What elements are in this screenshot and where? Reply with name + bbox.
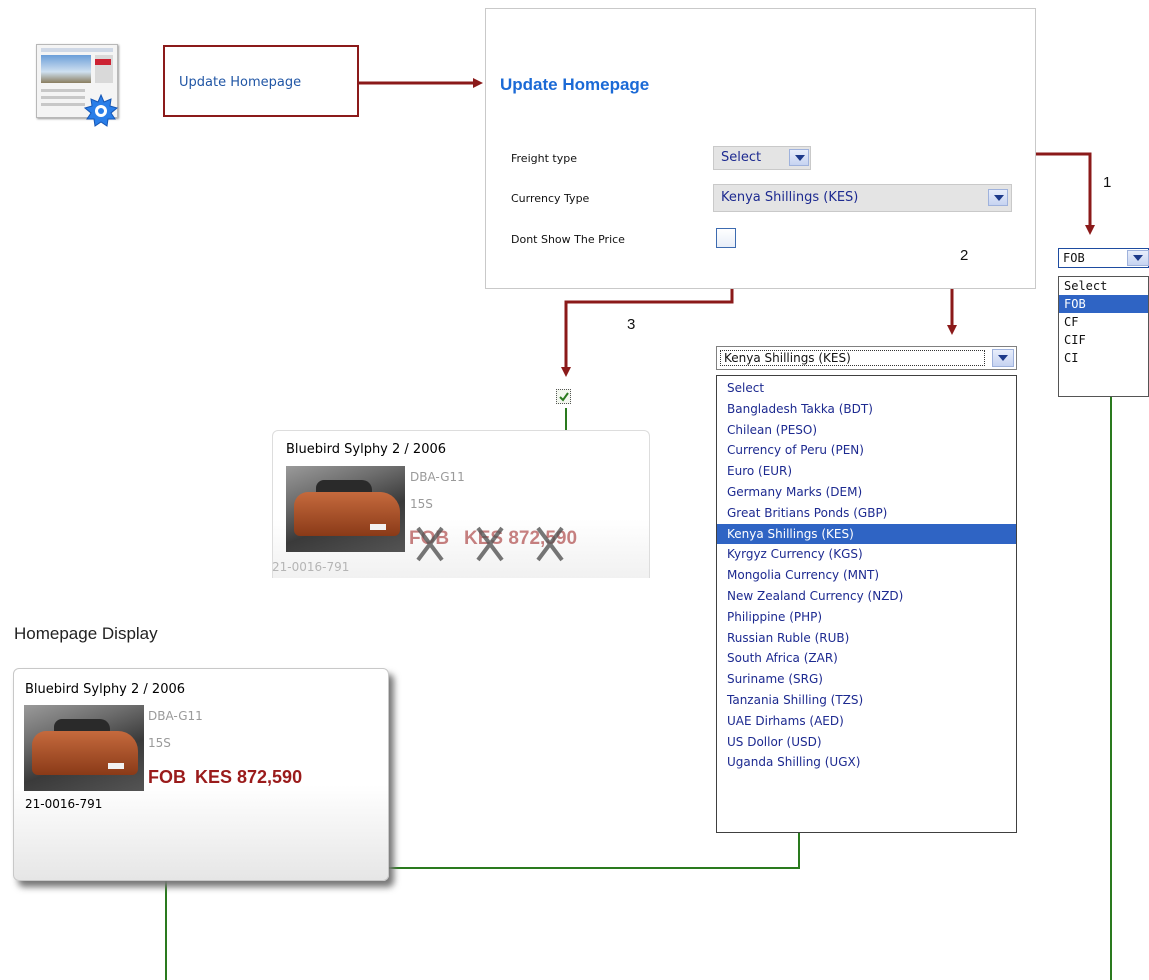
card-model: DBA-G11 <box>410 470 465 484</box>
freight-type-select[interactable]: Select <box>713 146 811 170</box>
chevron-down-icon[interactable] <box>1127 250 1149 266</box>
currency-option[interactable]: Germany Marks (DEM) <box>727 484 863 499</box>
currency-option[interactable]: Russian Ruble (RUB) <box>727 630 850 645</box>
chevron-down-icon[interactable] <box>988 189 1008 206</box>
card-stock-no-faded: 21-0016-791 <box>272 560 350 574</box>
update-homepage-link[interactable]: Update Homepage <box>179 75 302 90</box>
currency-option[interactable]: New Zealand Currency (NZD) <box>727 588 904 603</box>
currency-option[interactable]: Kyrgyz Currency (KGS) <box>727 547 863 562</box>
currency-dropdown-head[interactable]: Kenya Shillings (KES) <box>716 346 1017 370</box>
currency-option[interactable]: Currency of Peru (PEN) <box>727 443 864 458</box>
card-title: Bluebird Sylphy 2 / 2006 <box>286 442 447 457</box>
update-homepage-link-box: Update Homepage <box>163 45 359 117</box>
currency-option[interactable]: Select <box>727 381 765 395</box>
homepage-app-icon[interactable] <box>36 44 120 128</box>
chevron-down-icon[interactable] <box>789 149 809 166</box>
freight-option-selected[interactable]: FOB <box>1059 295 1148 313</box>
currency-option[interactable]: South Africa (ZAR) <box>727 651 838 666</box>
car-photo <box>286 466 405 552</box>
card-price: KES 872,590 <box>195 767 303 787</box>
freight-option[interactable]: CF <box>1064 315 1079 329</box>
panel-title: Update Homepage <box>500 75 650 94</box>
freight-option[interactable]: CIF <box>1064 333 1086 347</box>
freight-type-value: Select <box>721 150 762 165</box>
currency-option[interactable]: Philippine (PHP) <box>727 609 823 624</box>
currency-type-value: Kenya Shillings (KES) <box>721 190 859 205</box>
step-number-2: 2 <box>960 247 969 264</box>
currency-option[interactable]: Mongolia Currency (MNT) <box>727 568 879 583</box>
dont-show-price-label: Dont Show The Price <box>511 233 625 246</box>
homepage-display-title: Homepage Display <box>14 624 158 643</box>
freight-dropdown-head[interactable]: FOB <box>1058 248 1149 268</box>
card-stock-no: 21-0016-791 <box>25 797 103 811</box>
freight-type-label: Freight type <box>511 152 577 165</box>
freight-option[interactable]: Select <box>1064 279 1108 293</box>
homepage-thumbnail <box>36 44 118 118</box>
card-freight: FOB <box>148 767 186 787</box>
currency-type-label: Currency Type <box>511 192 590 205</box>
currency-option[interactable]: Suriname (SRG) <box>727 672 823 687</box>
currency-option[interactable]: Euro (EUR) <box>727 464 793 479</box>
currency-option[interactable]: US Dollor (USD) <box>727 734 822 749</box>
card-title: Bluebird Sylphy 2 / 2006 <box>25 682 186 697</box>
currency-option[interactable]: Tanzania Shilling (TZS) <box>727 692 864 707</box>
currency-option[interactable]: Chilean (PESO) <box>727 422 818 437</box>
car-card-price-hidden <box>272 430 650 578</box>
dont-show-price-checkbox-checked[interactable] <box>556 389 571 404</box>
currency-option[interactable]: Bangladesh Takka (BDT) <box>727 401 873 416</box>
currency-dropdown-selected: Kenya Shillings (KES) <box>720 350 985 366</box>
currency-dropdown-list: Select Bangladesh Takka (BDT) Chilean (P… <box>716 375 1017 833</box>
currency-option[interactable]: UAE Dirhams (AED) <box>727 713 844 728</box>
freight-dropdown-selected: FOB <box>1063 251 1085 265</box>
currency-option[interactable]: Uganda Shilling (UGX) <box>727 755 861 770</box>
step-number-3: 3 <box>627 316 636 333</box>
card-grade: 15S <box>148 736 171 750</box>
currency-option-selected[interactable]: Kenya Shillings (KES) <box>717 523 1016 545</box>
currency-type-select[interactable]: Kenya Shillings (KES) <box>713 184 1012 212</box>
card-model: DBA-G11 <box>148 709 203 723</box>
freight-dropdown-list: Select FOB CF CIF CI <box>1058 276 1149 397</box>
chevron-down-icon[interactable] <box>992 349 1014 367</box>
hidden-price-x-marks <box>416 526 564 562</box>
step-number-1: 1 <box>1103 174 1112 191</box>
freight-option[interactable]: CI <box>1064 351 1079 365</box>
car-photo <box>24 705 144 791</box>
card-grade: 15S <box>410 497 433 511</box>
checkmark-icon <box>559 392 569 402</box>
gear-icon <box>84 94 118 127</box>
currency-option[interactable]: Great Britians Ponds (GBP) <box>727 505 888 520</box>
dont-show-price-checkbox[interactable] <box>716 228 736 248</box>
